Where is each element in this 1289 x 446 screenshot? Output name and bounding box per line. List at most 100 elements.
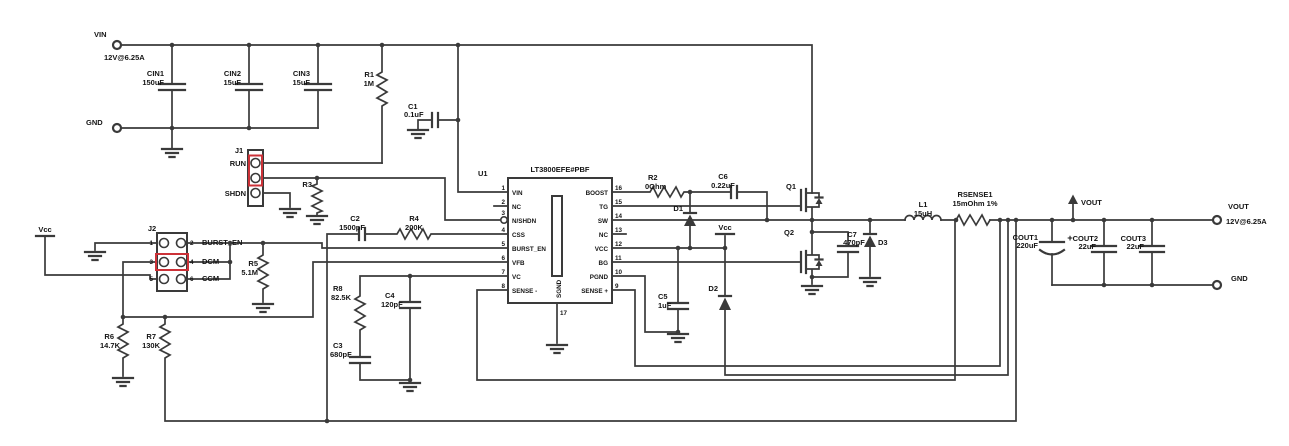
u1-pin1-num: 1 <box>501 185 505 192</box>
j2-pin5-num: 5 <box>149 276 153 283</box>
d3-ref: D3 <box>878 238 888 247</box>
u1-pin3-name: N/SHDN <box>512 218 537 225</box>
cout1-value: 220uF <box>1016 241 1038 250</box>
vout-label: VOUT <box>1228 202 1249 211</box>
u1-pin10-name: PGND <box>590 274 609 281</box>
cin3-value: 15uF <box>292 78 310 87</box>
r3-ref: R3 <box>302 180 312 189</box>
c2-value: 1500pF <box>339 223 365 232</box>
u1-ref: U1 <box>478 169 488 178</box>
cout1-ref: COUT1 <box>1013 233 1038 242</box>
u1-pin7-num: 7 <box>501 269 505 276</box>
r7-value: 130K <box>142 341 161 350</box>
j1-shunt-highlight <box>248 154 263 187</box>
c1-value: 0.1uF <box>404 110 424 119</box>
r8-value: 82.5K <box>331 293 352 302</box>
gnd-in-terminal <box>111 122 123 134</box>
c5-ref: C5 <box>658 292 668 301</box>
c7-value: 470pF <box>843 238 865 247</box>
l1-value: 15uH <box>914 209 932 218</box>
cout2-ref: COUT2 <box>1073 234 1098 243</box>
c5-value: 1uF <box>658 301 672 310</box>
c1-ref: C1 <box>408 102 418 111</box>
r1-value: 1M <box>364 79 374 88</box>
wires <box>34 44 1214 422</box>
r1-ref: R1 <box>364 70 374 79</box>
u1-pin12-num: 12 <box>615 241 623 248</box>
c6-ref: C6 <box>718 172 728 181</box>
d1-ref: D1 <box>673 204 683 213</box>
cout1-polarity-mark: + <box>1067 233 1073 244</box>
j2-pin1-num: 1 <box>149 240 153 247</box>
c3-ref: C3 <box>333 341 343 350</box>
vcc-mid-label: Vcc <box>718 223 731 232</box>
ic-u1: U1 LT3800EFE#PBF 1 2 3 4 5 6 7 8 VIN NC … <box>478 165 623 317</box>
c4-value: 120pF <box>381 300 403 309</box>
cout3-ref: COUT3 <box>1121 234 1146 243</box>
u1-pin7-name: VC <box>512 274 521 281</box>
u1-pin6-name: VFB <box>512 260 525 267</box>
vcc-left-label: Vcc <box>38 225 51 234</box>
u1-pin11-num: 11 <box>615 255 622 262</box>
vin-value: 12V@6.25A <box>104 53 145 62</box>
r8-ref: R8 <box>333 284 343 293</box>
r5-ref: R5 <box>248 259 258 268</box>
q2-ref: Q2 <box>784 228 794 237</box>
cin1-value: 150uF <box>142 78 164 87</box>
jumper-j1: J1 RUN SHDN <box>225 146 264 207</box>
j2-pin2-num: 2 <box>190 240 194 247</box>
r5-value: 5.1M <box>241 268 258 277</box>
j2-pin4-num: 4 <box>190 259 194 266</box>
j1-ref: J1 <box>235 146 243 155</box>
u1-pin9-num: 9 <box>615 283 619 290</box>
u1-pin5-num: 5 <box>501 241 505 248</box>
u1-pin14-num: 14 <box>615 213 623 220</box>
shdn-inversion-bubble <box>499 216 508 225</box>
j1-shdn-label: SHDN <box>225 189 246 198</box>
cout2-value: 22uF <box>1078 242 1096 251</box>
u1-pin8-name: SENSE - <box>512 288 537 295</box>
u1-pin17-name: SGND <box>556 279 563 298</box>
c4-ref: C4 <box>385 291 395 300</box>
c2-ref: C2 <box>350 214 360 223</box>
r2-value: 0Ohm <box>645 182 667 191</box>
u1-pin17-num: 17 <box>560 310 568 317</box>
u1-pin13-name: NC <box>599 232 609 239</box>
rsense1-value: 15mOhm 1% <box>952 199 997 208</box>
output-terminals: VOUT 12V@6.25A GND VOUT <box>1081 198 1267 291</box>
j1-run-label: RUN <box>230 159 246 168</box>
c7-ref: C7 <box>847 230 857 239</box>
j2-dcm-label: DCM <box>202 257 219 266</box>
cin1-ref: CIN1 <box>147 69 164 78</box>
cin2-ref: CIN2 <box>224 69 241 78</box>
u1-pin1-name: VIN <box>512 190 523 197</box>
vin-terminal <box>111 39 123 51</box>
d2-ref: D2 <box>708 284 718 293</box>
vin-label: VIN <box>94 30 107 39</box>
u1-pin3-num: 3 <box>501 210 505 217</box>
u1-pin13-num: 13 <box>615 227 623 234</box>
u1-pin2-name: NC <box>512 204 522 211</box>
l1-ref: L1 <box>919 200 928 209</box>
u1-pin8-num: 8 <box>501 283 505 290</box>
r2-ref: R2 <box>648 173 658 182</box>
j2-pin6-num: 6 <box>190 276 194 283</box>
rsense1-ref: RSENSE1 <box>957 190 992 199</box>
j2-ref: J2 <box>148 224 156 233</box>
gnd-in-label: GND <box>86 118 103 127</box>
cin3-ref: CIN3 <box>293 69 310 78</box>
j2-shunt-highlight <box>155 253 189 271</box>
u1-pin4-name: CSS <box>512 232 525 239</box>
junction-dots <box>120 42 1155 424</box>
u1-pin12-name: VCC <box>595 246 609 253</box>
u1-pin16-name: BOOST <box>586 190 609 197</box>
vcc-symbols: Vcc Vcc <box>38 223 731 234</box>
r4-ref: R4 <box>409 214 419 223</box>
vout-terminal <box>1211 214 1223 226</box>
u1-part-number: LT3800EFE#PBF <box>530 165 589 174</box>
u1-pin2-num: 2 <box>501 199 505 206</box>
u1-pin9-name: SENSE + <box>581 288 608 295</box>
gnd-out-terminal <box>1211 279 1223 291</box>
